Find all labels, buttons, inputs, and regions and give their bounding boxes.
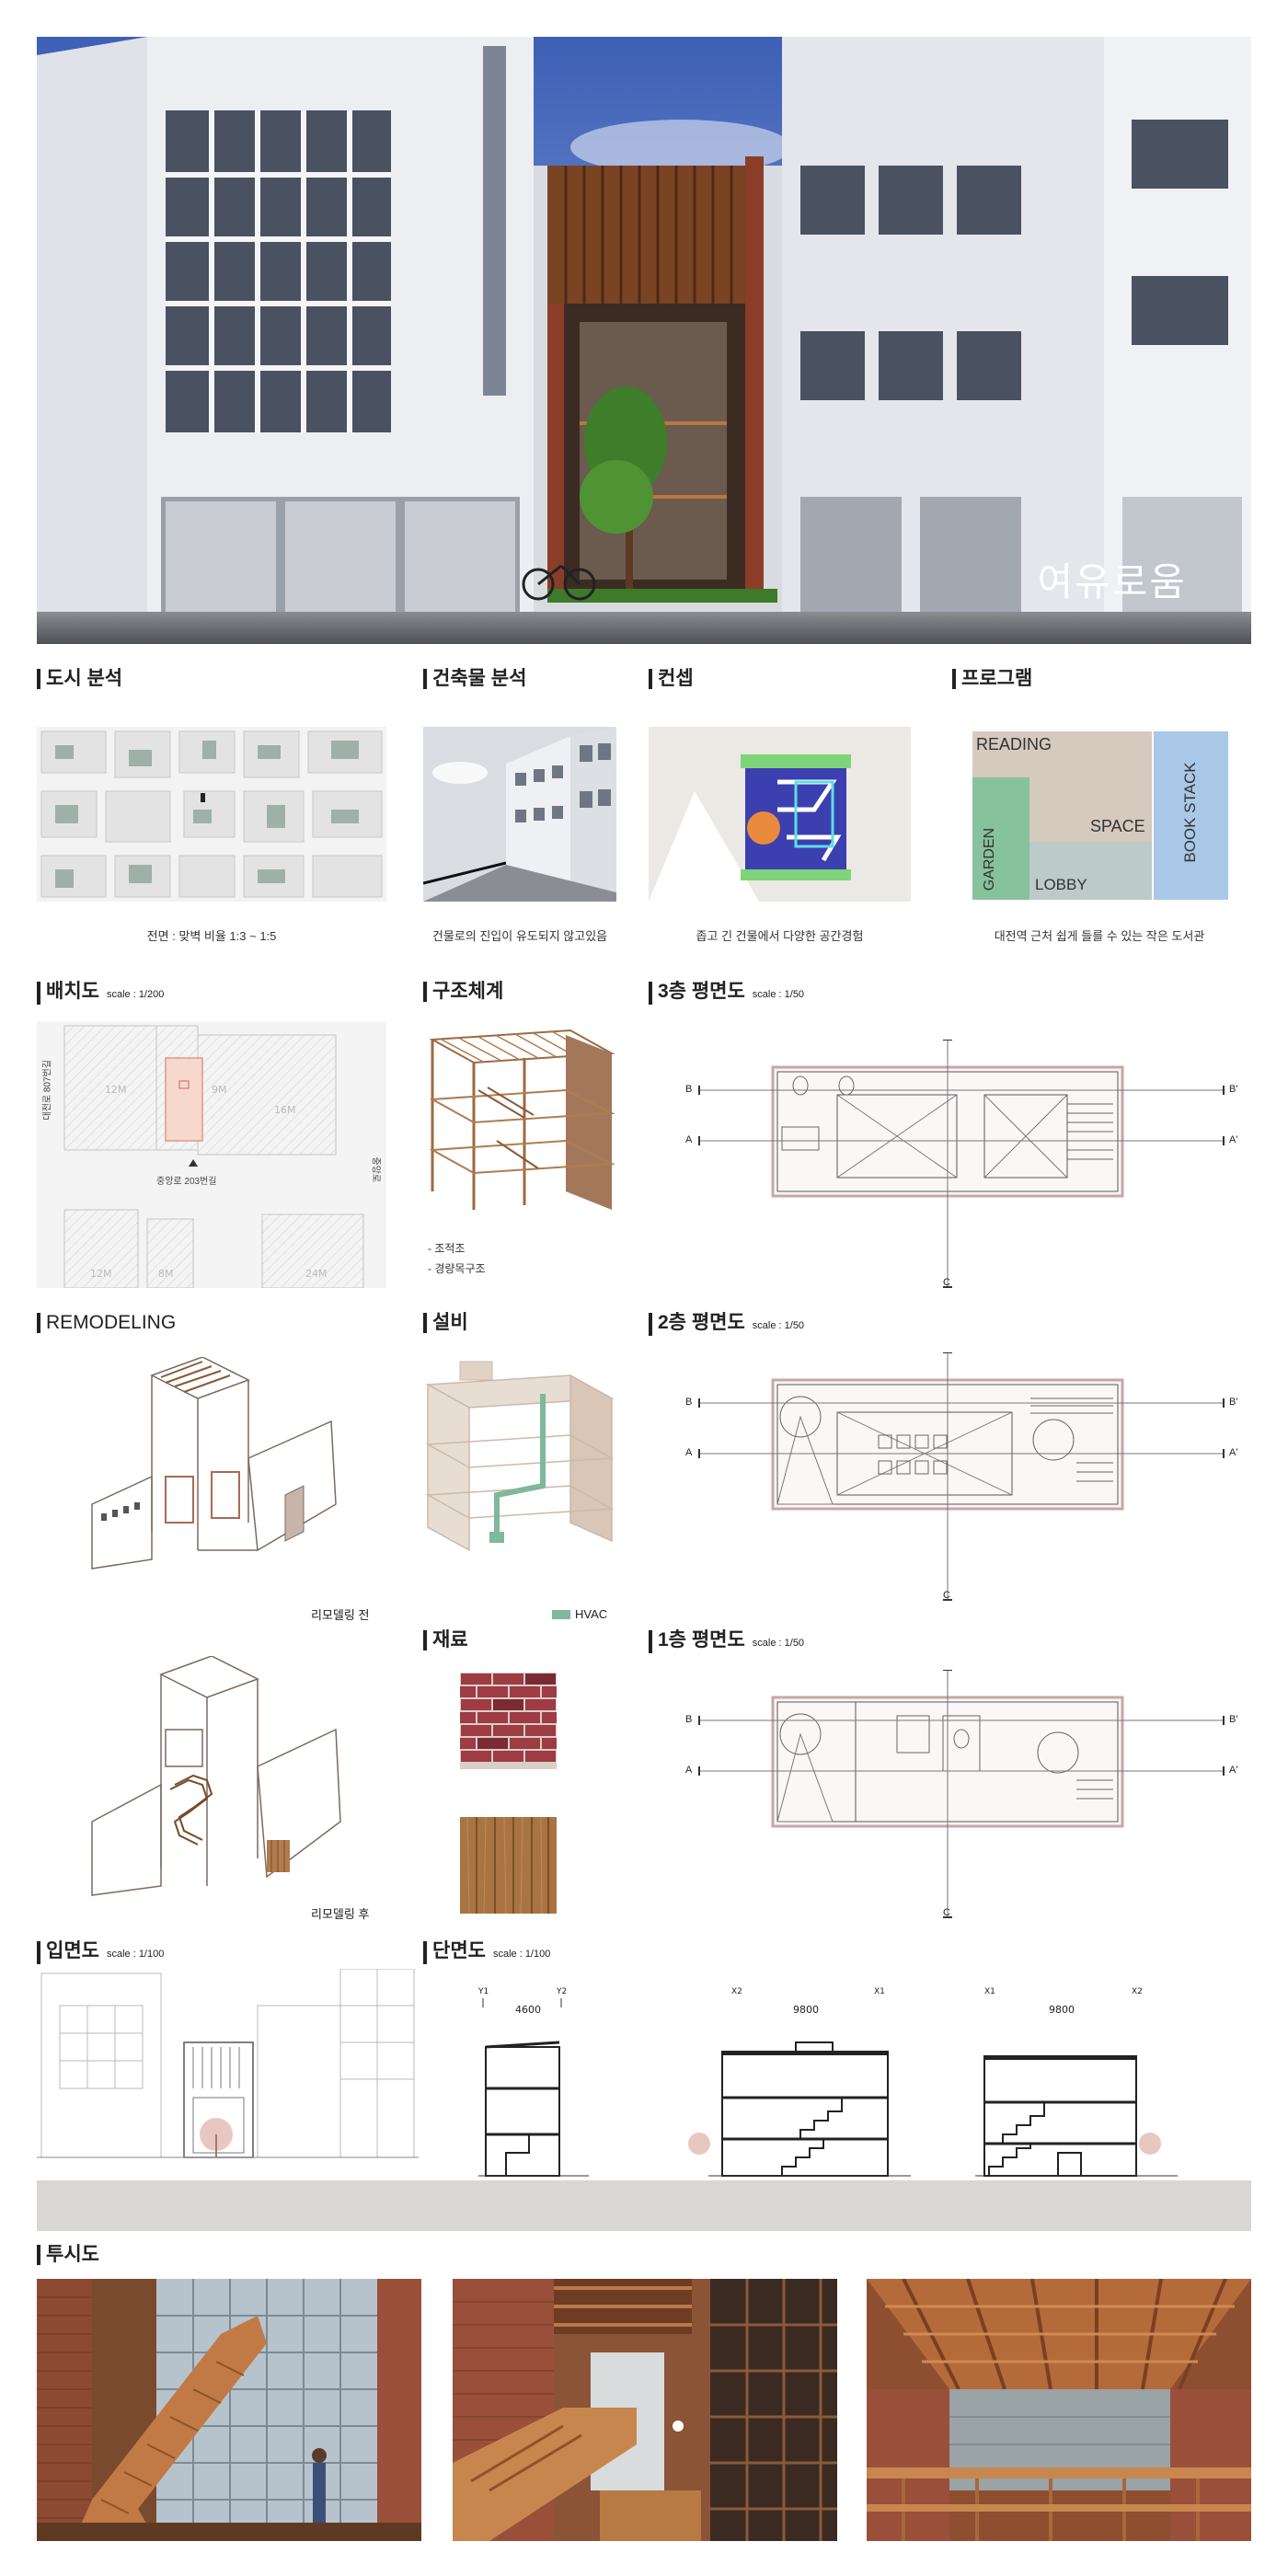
urban-caption: 전면 : 맞벽 비율 1:3 ~ 1:5 bbox=[146, 929, 277, 943]
plan2-mark-c-bottom: C bbox=[943, 1590, 950, 1601]
floor-plan-3: B B' A A' C C bbox=[681, 1040, 1242, 1288]
plan2-mark-a: A bbox=[685, 1447, 693, 1458]
ground-band bbox=[37, 2180, 1251, 2231]
program-caption: 대전역 근처 쉽게 들를 수 있는 작은 도서관 bbox=[994, 929, 1205, 943]
floor-plan-1: B B' A A' C C bbox=[681, 1670, 1242, 1918]
section3-axis-right: X2 bbox=[1132, 1987, 1143, 1996]
program-diagram: READING SPACE LOBBY GARDEN BOOK STACK bbox=[972, 731, 1228, 900]
section3-dimension: 9800 bbox=[1049, 2004, 1075, 2016]
plan2-mark-a2: A' bbox=[1229, 1447, 1238, 1458]
site-lot-label-6: 24M bbox=[305, 1268, 328, 1280]
plan3-mark-c-bottom: C bbox=[943, 1277, 950, 1288]
building-analysis-heading: 건축물 분석 bbox=[423, 669, 526, 689]
site-lot-label-2: 9M bbox=[212, 1084, 227, 1096]
plan1-mark-c-bottom: C bbox=[943, 1907, 950, 1918]
material-heading: 재료 bbox=[423, 1630, 468, 1650]
program-label-stack: BOOK STACK bbox=[1181, 762, 1199, 863]
plan3-mark-b: B bbox=[685, 1084, 693, 1095]
program-label-reading: READING bbox=[976, 735, 1052, 753]
plan3-mark-a: A bbox=[685, 1134, 693, 1145]
plan1-mark-b: B bbox=[685, 1714, 693, 1725]
mep-legend: HVAC bbox=[552, 1607, 607, 1621]
plan1-mark-b2: B' bbox=[1229, 1714, 1238, 1725]
building-analysis-render bbox=[423, 727, 616, 902]
perspective-heading: 투시도 bbox=[37, 2245, 99, 2265]
site-lot-label-4: 12M bbox=[90, 1268, 112, 1280]
mep-axonometric bbox=[423, 1357, 616, 1555]
program-label-garden: GARDEN bbox=[982, 827, 997, 891]
section1-axis-left: Y1 bbox=[478, 1987, 489, 1996]
site-lot-label-5: 8M bbox=[158, 1268, 174, 1280]
concept-diagram bbox=[649, 727, 911, 902]
hero-render: 여유로움 bbox=[37, 37, 1251, 644]
concept-caption: 좁고 긴 건물에서 다양한 공간경험 bbox=[696, 929, 864, 943]
perspective-render-1 bbox=[37, 2279, 421, 2541]
plan1-mark-a: A bbox=[685, 1765, 693, 1776]
plan3-mark-a2: A' bbox=[1229, 1134, 1238, 1145]
plan2-mark-b: B bbox=[685, 1397, 693, 1408]
section3-axis-left: X1 bbox=[984, 1987, 995, 1996]
building-caption: 건물로의 진입이 유도되지 않고있음 bbox=[431, 929, 608, 943]
program-label-space: SPACE bbox=[1090, 817, 1145, 835]
perspective-render-3 bbox=[867, 2279, 1251, 2541]
site-road-bottom: 중앙로 203번길 bbox=[156, 1177, 217, 1187]
concept-heading: 컨셉 bbox=[649, 669, 694, 689]
plan2-mark-b2: B' bbox=[1229, 1397, 1238, 1408]
remodeling-after-label: 리모델링 후 bbox=[311, 1907, 370, 1921]
section-3: X1 X2 9800 bbox=[975, 1987, 1178, 2185]
hvac-legend-label: HVAC bbox=[575, 1607, 608, 1621]
program-label-lobby: LOBBY bbox=[1035, 876, 1087, 893]
mep-heading: 설비 bbox=[423, 1313, 468, 1333]
section1-axis-right: Y2 bbox=[557, 1987, 568, 1996]
material-wood-swatch bbox=[460, 1817, 557, 1914]
urban-analysis-heading: 도시 분석 bbox=[37, 669, 122, 689]
remodeling-heading: REMODELING bbox=[37, 1313, 176, 1333]
remodeling-before-label: 리모델링 전 bbox=[311, 1608, 370, 1622]
section-2: X2 X1 9800 bbox=[708, 1987, 911, 2185]
section-1: Y1 Y2 4600 bbox=[478, 1987, 589, 2185]
urban-map bbox=[37, 727, 386, 902]
section2-tree bbox=[688, 2133, 710, 2155]
section2-axis-right: X1 bbox=[874, 1987, 885, 1996]
remodeling-before-drawing bbox=[74, 1357, 350, 1587]
structure-axonometric bbox=[423, 1021, 616, 1219]
site-road-right: 중앙로 bbox=[370, 1156, 381, 1183]
material-brick-swatch bbox=[460, 1673, 557, 1769]
remodeling-after-drawing bbox=[74, 1656, 350, 1923]
site-lot-label-3: 16M bbox=[274, 1104, 296, 1116]
elevation-drawing bbox=[37, 1969, 419, 2180]
section2-axis-left: X2 bbox=[731, 1987, 742, 1996]
structure-note-masonry: - 조적조 bbox=[428, 1242, 466, 1255]
site-road-left: 대전로 807번길 bbox=[42, 1060, 53, 1121]
plan1-mark-a2: A' bbox=[1229, 1765, 1238, 1776]
site-plan: 12M 9M 16M 12M 8M 24M 중앙로 203번길 대전로 807번… bbox=[37, 1021, 386, 1288]
perspective-render-2 bbox=[453, 2279, 837, 2541]
hvac-swatch bbox=[552, 1609, 570, 1619]
site-lot-label-1: 12M bbox=[105, 1084, 127, 1096]
floor-plan-2: B B' A A' C C bbox=[681, 1352, 1242, 1601]
structure-heading: 구조체계 bbox=[423, 982, 503, 1002]
section1-dimension: 4600 bbox=[515, 2004, 541, 2016]
program-heading: 프로그램 bbox=[952, 669, 1032, 689]
section3-tree bbox=[1139, 2133, 1161, 2155]
structure-note-wood: - 경량목구조 bbox=[428, 1262, 486, 1275]
hero-title: 여유로움 bbox=[1037, 560, 1187, 604]
plan3-mark-b2: B' bbox=[1229, 1084, 1238, 1095]
section2-dimension: 9800 bbox=[793, 2004, 819, 2016]
